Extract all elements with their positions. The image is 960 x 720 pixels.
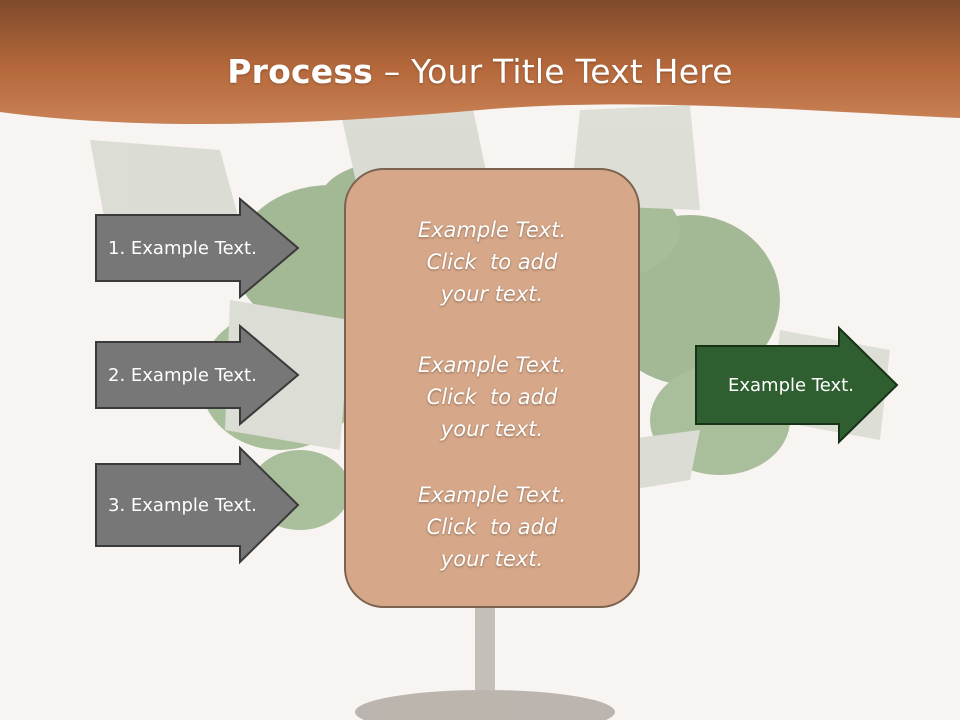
arrow-shape [95, 196, 300, 300]
arrow-shape [695, 325, 899, 445]
center-text-box[interactable]: Example Text. Click to add your text. Ex… [344, 168, 640, 608]
text-block-line: Example Text. [417, 218, 567, 242]
text-block-line: your text. [440, 282, 544, 306]
title-bold: Process [227, 52, 374, 91]
arrow-shape [95, 445, 300, 565]
slide-title: Process – Your Title Text Here [0, 52, 960, 91]
text-block-line: Example Text. [417, 353, 567, 377]
text-block-line: Click to add [426, 385, 558, 409]
arrow-step-2-label: 2. Example Text. [108, 364, 257, 386]
arrow-step-1[interactable]: 1. Example Text. [95, 196, 300, 300]
arrow-step-3-label: 3. Example Text. [108, 494, 257, 516]
text-block-line: Click to add [426, 515, 558, 539]
header-band [0, 0, 960, 125]
arrow-result-label: Example Text. [728, 374, 854, 396]
text-block-line: your text. [440, 547, 544, 571]
arrow-step-1-label: 1. Example Text. [108, 237, 257, 259]
arrow-result[interactable]: Example Text. [695, 325, 899, 445]
text-block-3: Example Text. Click to add your text. [346, 479, 638, 575]
arrow-shape [95, 323, 300, 427]
text-block-line: your text. [440, 417, 544, 441]
text-block-line: Click to add [426, 250, 558, 274]
text-block-line: Example Text. [417, 483, 567, 507]
text-block-2: Example Text. Click to add your text. [346, 349, 638, 445]
title-rest: – Your Title Text Here [373, 52, 733, 91]
text-block-1: Example Text. Click to add your text. [346, 214, 638, 310]
arrow-step-3[interactable]: 3. Example Text. [95, 445, 300, 565]
arrow-step-2[interactable]: 2. Example Text. [95, 323, 300, 427]
